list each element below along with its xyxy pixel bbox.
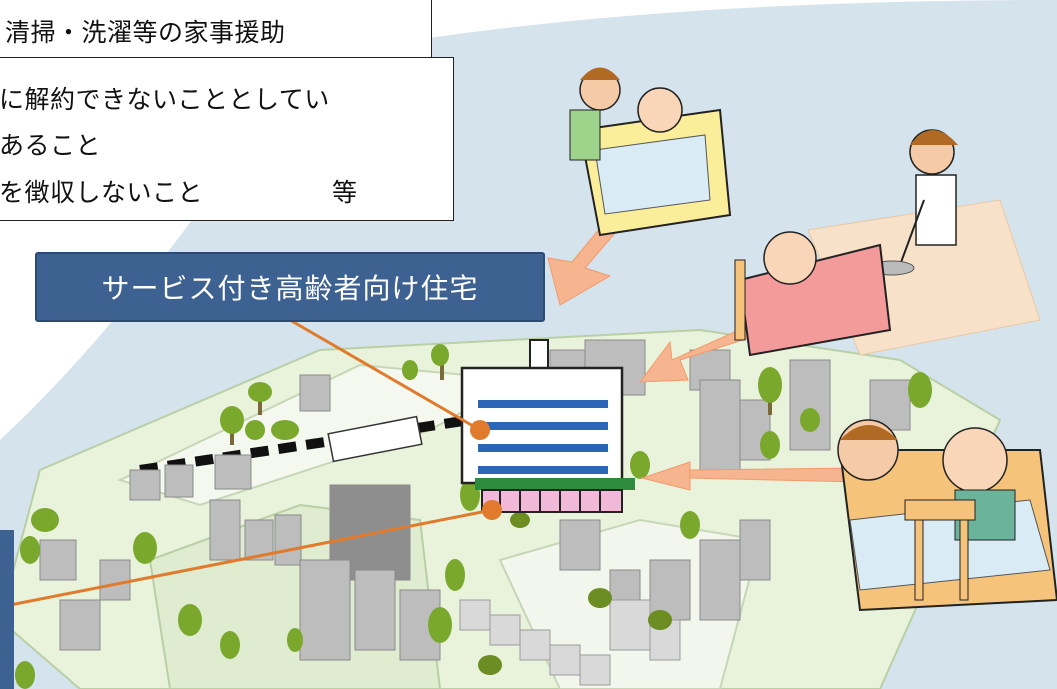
condition-line: に解約できないこととしてい — [0, 85, 330, 114]
bus-shape — [327, 415, 423, 463]
side-label-edge — [0, 530, 14, 689]
connector-line-bottom — [9, 508, 493, 607]
etc-mark: 等 — [332, 178, 358, 207]
conditions-box: に解約できないこととしてい あること を徴収しないこと 等 — [0, 57, 454, 221]
title-box: 清掃・洗濯等の家事援助 — [0, 0, 432, 58]
cleaning-scene — [734, 129, 1041, 357]
bathing-scene — [569, 67, 732, 237]
meal-arrow — [640, 461, 861, 491]
row-houses — [459, 599, 681, 686]
connector-dot-top — [470, 420, 490, 440]
title-text: 清掃・洗濯等の家事援助 — [5, 18, 286, 47]
service-housing-label: サービス付き高齢者向け住宅 — [35, 252, 545, 322]
connector-line-top — [289, 318, 481, 432]
grey-buildings — [39, 339, 911, 661]
meal-scene — [837, 419, 1057, 612]
condition-line: を徴収しないこと — [0, 178, 204, 207]
condition-line: あること — [0, 131, 102, 160]
connector-dot-bottom — [482, 500, 502, 520]
